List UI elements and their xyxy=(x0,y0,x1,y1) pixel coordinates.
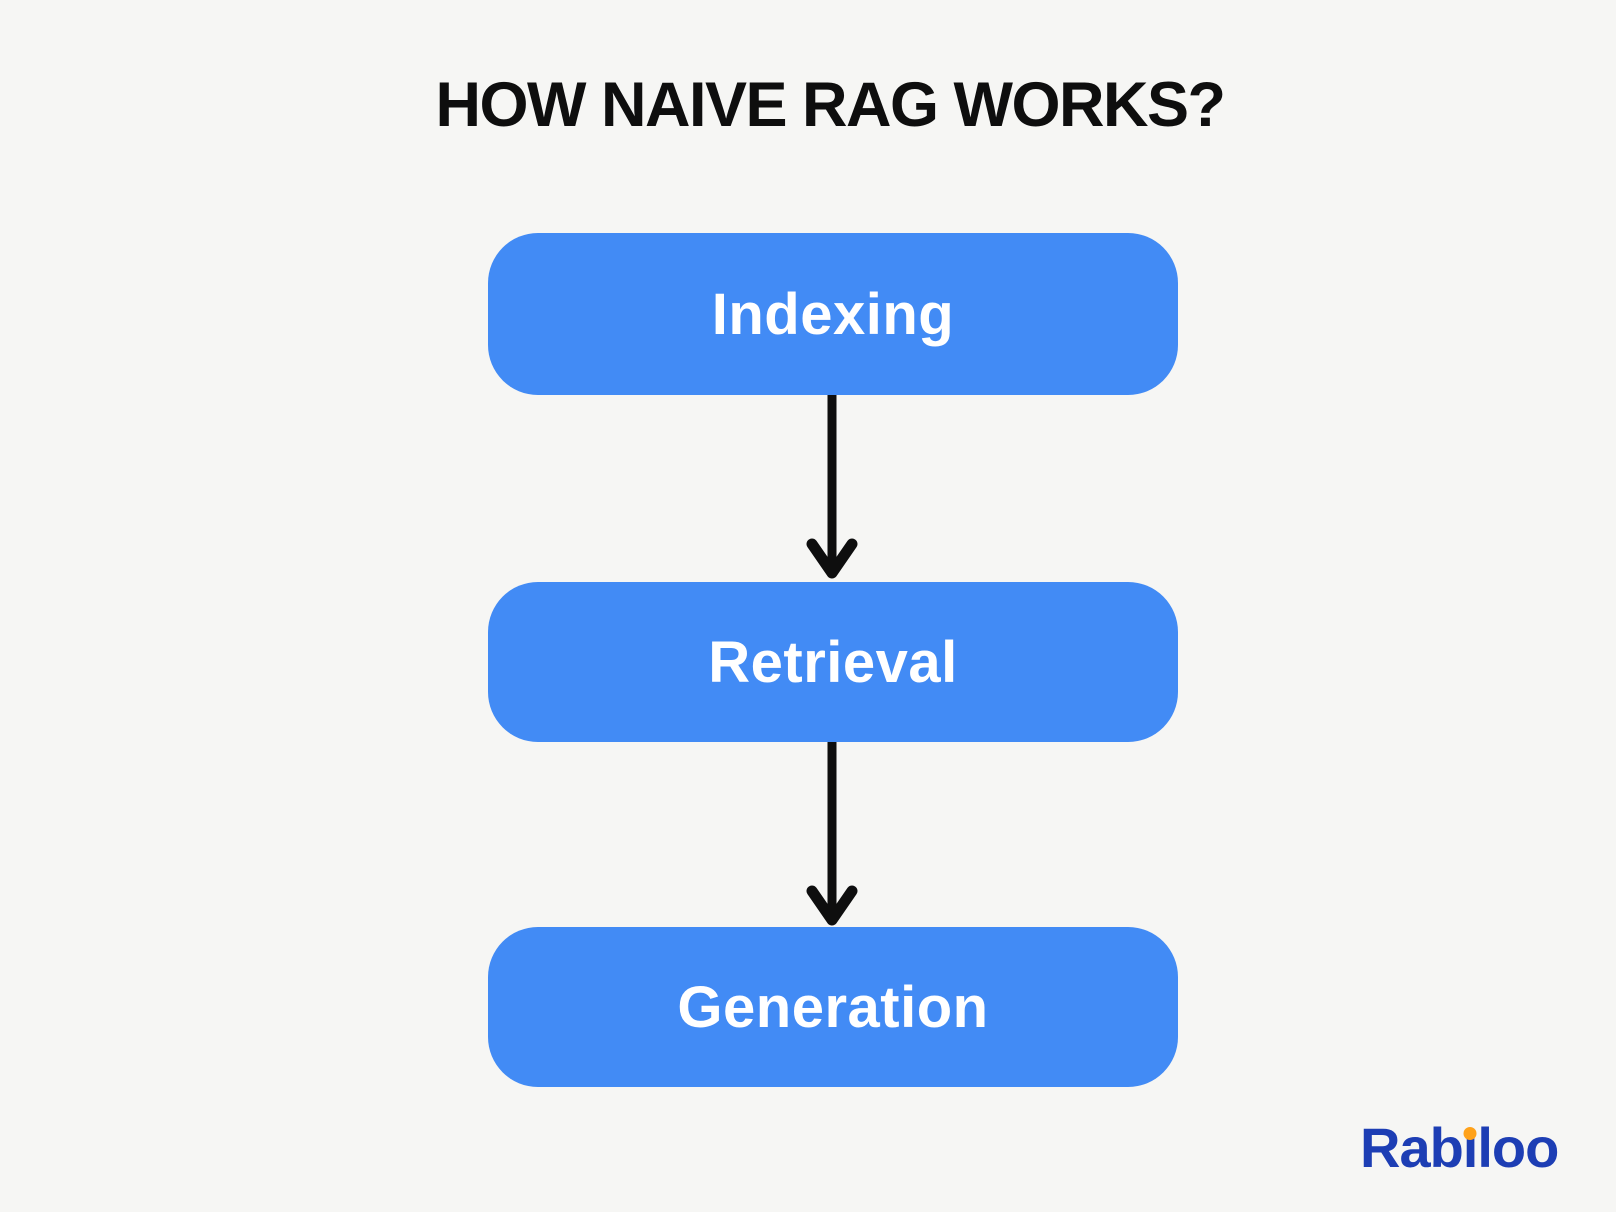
logo-i-dot-icon xyxy=(1463,1127,1477,1140)
logo-text-suffix: loo xyxy=(1477,1116,1559,1179)
flow-step-indexing-label: Indexing xyxy=(711,281,955,347)
flow-step-retrieval-label: Retrieval xyxy=(708,629,958,695)
arrow-down-icon xyxy=(806,395,858,579)
logo-i-stem-glyph: ı xyxy=(1462,1116,1479,1179)
flow-step-retrieval: Retrieval xyxy=(488,582,1178,742)
logo-letter-i: ı xyxy=(1463,1120,1479,1176)
flow-step-indexing: Indexing xyxy=(488,233,1178,395)
page-title: HOW NAIVE RAG WORKS? xyxy=(435,70,1226,140)
arrow-down-icon xyxy=(806,742,858,926)
flow-step-generation-label: Generation xyxy=(677,974,989,1040)
logo-text-prefix: Rab xyxy=(1360,1116,1464,1179)
flow-step-generation: Generation xyxy=(488,927,1178,1087)
